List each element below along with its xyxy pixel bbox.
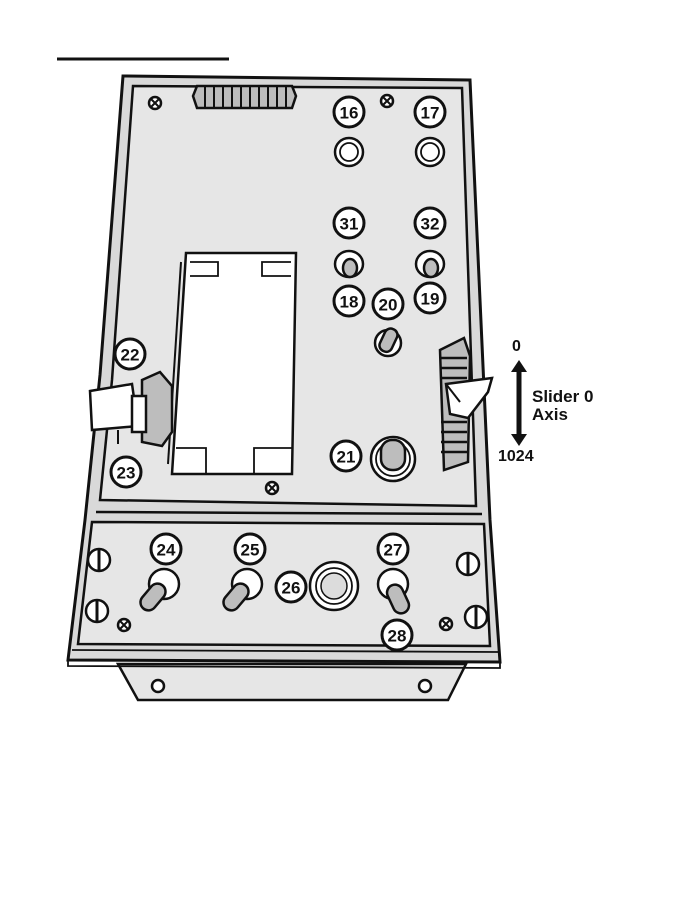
callout-badge: 19 xyxy=(415,283,445,313)
callout-badge: 21 xyxy=(331,441,361,471)
callout-number: 17 xyxy=(421,104,440,123)
callout-number: 32 xyxy=(421,215,440,234)
callout-badge: 27 xyxy=(378,534,408,564)
callout-badge: 16 xyxy=(334,97,364,127)
callout-number: 20 xyxy=(379,296,398,315)
toggle-switch-32-19[interactable] xyxy=(416,251,444,277)
callout-badge: 18 xyxy=(334,286,364,316)
callout-number: 31 xyxy=(340,215,359,234)
slider-axis-max-label: 1024 xyxy=(498,448,534,465)
callout-badge: 23 xyxy=(111,457,141,487)
callout-number: 26 xyxy=(282,579,301,598)
push-button-26[interactable] xyxy=(310,562,358,610)
callout-badge: 22 xyxy=(115,339,145,369)
callout-number: 22 xyxy=(121,346,140,365)
slotted-screw-icon xyxy=(88,549,110,571)
callout-badge: 28 xyxy=(382,620,412,650)
mounting-bracket xyxy=(118,664,466,700)
throttle-gate xyxy=(168,253,296,474)
push-button-17[interactable] xyxy=(416,138,444,166)
slider-axis-annotation: 0 1024 Slider 0 Axis xyxy=(498,338,593,465)
callout-badge: 26 xyxy=(276,572,306,602)
slotted-screw-icon xyxy=(86,600,108,622)
slider-axis-name-line1: Slider 0 xyxy=(532,387,593,406)
callout-number: 28 xyxy=(388,627,407,646)
toggle-switch-31-18[interactable] xyxy=(335,251,363,277)
callout-badge: 24 xyxy=(151,534,181,564)
hat-button-21[interactable] xyxy=(371,437,415,481)
callout-number: 27 xyxy=(384,541,403,560)
callout-number: 19 xyxy=(421,290,440,309)
callout-badge: 31 xyxy=(334,208,364,238)
callout-badge: 32 xyxy=(415,208,445,238)
slotted-screw-icon xyxy=(465,606,487,628)
screw-icon xyxy=(381,95,393,107)
screw-icon xyxy=(266,482,278,494)
callout-number: 18 xyxy=(340,293,359,312)
slider-axis-min-label: 0 xyxy=(512,338,521,355)
thumb-wheel[interactable] xyxy=(193,86,296,108)
slider-axis-name-line2: Axis xyxy=(532,405,568,424)
callout-number: 23 xyxy=(117,464,136,483)
screw-icon xyxy=(440,618,452,630)
callout-badge: 20 xyxy=(373,289,403,319)
screw-icon xyxy=(149,97,161,109)
callout-number: 25 xyxy=(241,541,260,560)
callout-number: 21 xyxy=(337,448,356,467)
callout-number: 16 xyxy=(340,104,359,123)
callout-badge: 17 xyxy=(415,97,445,127)
screw-icon xyxy=(118,619,130,631)
slotted-screw-icon xyxy=(457,553,479,575)
push-button-16[interactable] xyxy=(335,138,363,166)
callout-number: 24 xyxy=(157,541,176,560)
callout-badge: 25 xyxy=(235,534,265,564)
